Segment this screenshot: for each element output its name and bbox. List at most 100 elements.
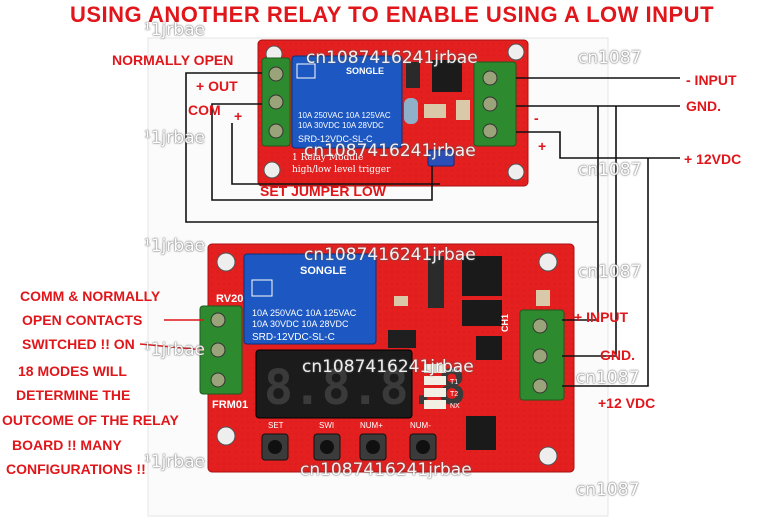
note-line: SWITCHED !! ON — [22, 336, 135, 352]
watermark: ¹1jrbae — [144, 452, 206, 472]
watermark: cn10874162​41jrbae — [302, 357, 474, 377]
screw-icon — [532, 378, 548, 394]
watermark: cn1087 — [576, 368, 640, 388]
watermark: cn10874162​41jrbae — [306, 48, 478, 68]
microcontroller-chip — [462, 256, 502, 296]
top-relay-body — [291, 55, 403, 149]
bottom-relay-brand: SONGLE — [300, 265, 346, 277]
led-t1 — [424, 376, 446, 385]
label-plus-out: + OUT — [196, 78, 238, 94]
watermark: ¹1jrbae — [144, 340, 206, 360]
rv-label: RV20 — [216, 293, 243, 305]
top-relay-brand: SONGLE — [346, 66, 384, 76]
led-label: T1 — [450, 379, 458, 386]
resistor — [536, 290, 550, 306]
mount-hole — [538, 446, 558, 466]
button-label: NUM- — [410, 421, 431, 430]
bottom-relay-spec1: 10A 250VAC 10A 125VAC — [252, 308, 357, 318]
watermark: cn1087 — [578, 48, 642, 68]
screw-icon — [482, 123, 498, 139]
watermark: cn10874162​41jrbae — [300, 460, 472, 480]
status-leds: MD T1 T2 NX — [424, 364, 461, 410]
watermark: ¹1jrbae — [144, 128, 206, 148]
watermark: ¹1jrbae — [144, 20, 206, 40]
label-set-jumper-low: SET JUMPER LOW — [260, 183, 387, 199]
label-12vdc-top: + 12VDC — [684, 151, 742, 167]
screw-icon — [210, 372, 226, 388]
wire-normally-open-to-input — [185, 72, 599, 321]
top-silk-line1: 1 Relay Module — [292, 153, 363, 163]
label-normally-open: NORMALLY OPEN — [112, 52, 234, 68]
bottom-relay-body — [243, 253, 377, 345]
mount-hole — [507, 43, 525, 61]
top-relay-spec2: 10A 30VDC 10A 28VDC — [298, 121, 384, 130]
screw-icon — [532, 318, 548, 334]
watermark: ¹1jrbae — [144, 236, 206, 256]
button-label: SET — [268, 421, 284, 430]
led-display — [255, 349, 413, 419]
top-silk-line2: high/low level trigger — [292, 165, 391, 175]
transistor — [406, 62, 420, 88]
wire-vdc — [516, 131, 680, 159]
note-line: OPEN CONTACTS — [22, 312, 143, 328]
regulator-chip — [466, 416, 496, 450]
wire-com-to-jumper — [211, 103, 433, 201]
led-md — [424, 364, 446, 373]
transistor — [388, 330, 416, 348]
optocoupler-chip — [432, 60, 462, 92]
screw-icon — [268, 66, 284, 82]
label-minus: - — [534, 110, 539, 126]
note-line: 18 MODES WILL — [18, 363, 127, 379]
ch-label: CH1 — [500, 314, 510, 332]
screw-icon — [532, 348, 548, 364]
resistor-array — [428, 256, 444, 308]
resistor — [424, 104, 446, 118]
button-cap-icon — [320, 440, 334, 454]
label-plus-right: + — [538, 138, 547, 154]
label-gnd-top: GND. — [686, 98, 721, 114]
watermark: cn1087 — [578, 160, 642, 180]
button-cap-icon — [416, 440, 430, 454]
led-label: NX — [450, 403, 460, 410]
pointer-line — [139, 343, 205, 351]
button-label: SWI — [319, 421, 334, 430]
label-gnd-bottom: GND. — [600, 347, 635, 363]
button-cap-icon — [366, 440, 380, 454]
screw-icon — [210, 312, 226, 328]
label-com: COM — [188, 102, 221, 118]
led-label: T2 — [450, 391, 458, 398]
screw-icon — [482, 70, 498, 86]
watermark: cn10874162​41jrbae — [304, 245, 476, 265]
diagram-title: USING ANOTHER RELAY TO ENABLE USING A LO… — [69, 2, 715, 27]
wire-gnd-to-bottom — [562, 106, 617, 357]
note-line: OUTCOME OF THE RELAY — [2, 412, 179, 428]
wire-plus-out — [231, 123, 440, 185]
button-label: NUM+ — [360, 421, 383, 430]
top-relay-spec1: 10A 250VAC 10A 125VAC — [298, 111, 391, 120]
bottom-relay-spec2: 10A 30VDC 10A 28VDC — [252, 319, 349, 329]
led-t2 — [424, 388, 446, 397]
led-nx — [424, 400, 446, 409]
label-12vdc-bottom: +12 VDC — [598, 395, 656, 411]
mount-hole — [507, 163, 525, 181]
diode — [404, 98, 418, 124]
note-line: CONFIGURATIONS !! — [6, 461, 146, 477]
red-pointers — [139, 319, 205, 351]
module-label: FRM01 — [212, 399, 248, 411]
top-relay-module: SONGLE 10A 250VAC 10A 125VAC 10A 30VDC 1… — [257, 39, 529, 187]
resistor — [394, 296, 408, 306]
button-row: SET SWI NUM+ NUM- — [261, 421, 437, 461]
cqc-logo — [296, 63, 316, 79]
driver-chip — [462, 300, 502, 326]
regulator-chip — [476, 336, 502, 360]
label-minus-input: - INPUT — [686, 72, 737, 88]
wire-vdc-to-bottom — [562, 158, 649, 387]
wiring — [185, 72, 680, 387]
top-relay-model: SRD-12VDC-SL-C — [298, 134, 373, 144]
led-label: MD — [450, 367, 461, 374]
jumper-icon — [427, 149, 455, 167]
screw-icon — [210, 342, 226, 358]
button-cap-icon — [268, 440, 282, 454]
